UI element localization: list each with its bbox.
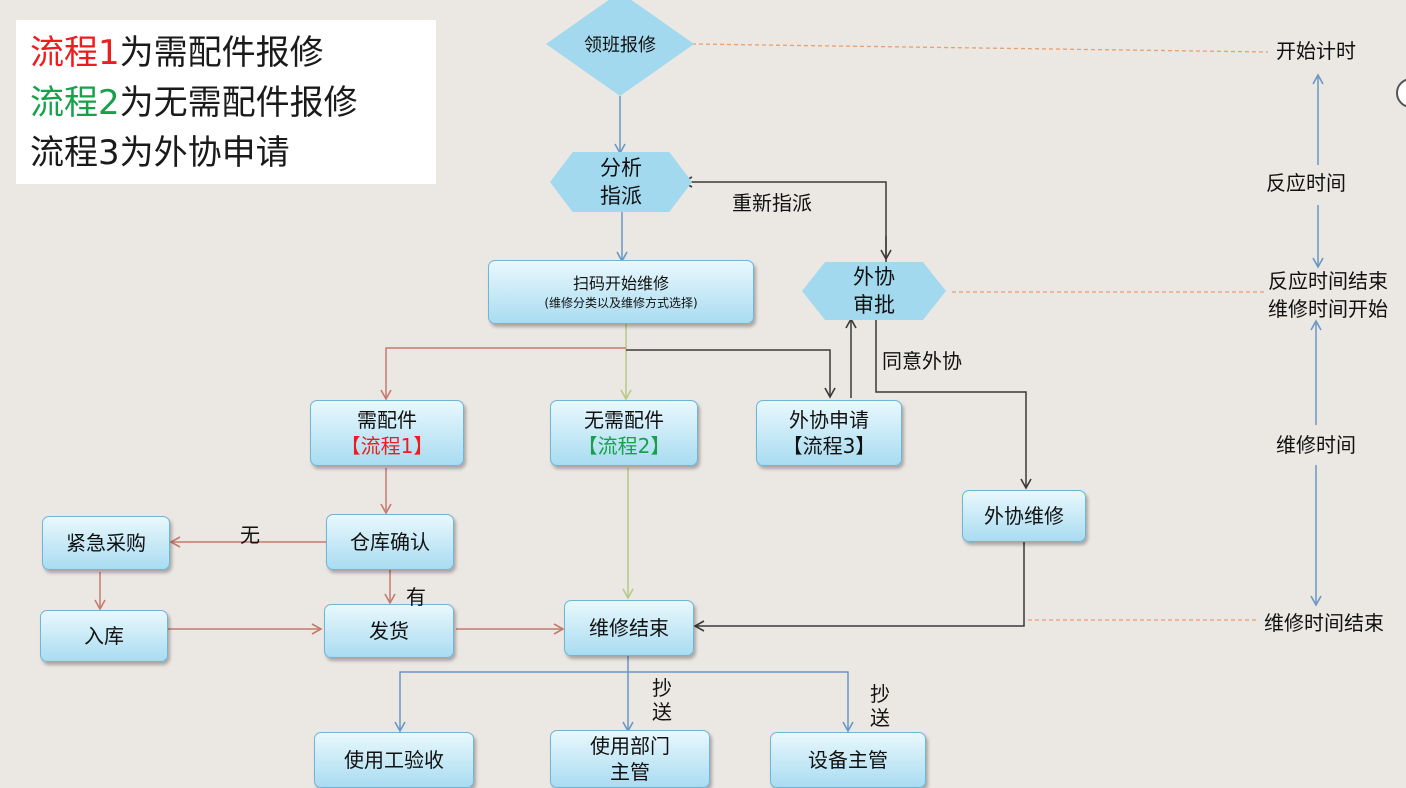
- timeline-start: 开始计时: [1276, 39, 1356, 63]
- flow3-lines: [626, 176, 1032, 632]
- timeline-response-end: 反应时间结束: [1268, 269, 1388, 293]
- reassign-label: 重新指派: [732, 191, 812, 215]
- ship-node[interactable]: 发货: [324, 604, 454, 658]
- legend-flow1: 流程1为需配件报修: [30, 33, 324, 73]
- need-parts-node[interactable]: 需配件 【流程1】: [310, 400, 464, 466]
- outsource-repair-node[interactable]: 外协维修: [962, 490, 1086, 542]
- scan-start-repair-node[interactable]: 扫码开始维修 (维修分类以及维修方式选择): [488, 260, 754, 324]
- analyze-assign-node[interactable]: 分析 指派: [550, 152, 692, 212]
- legend-box: 流程1为需配件报修 流程2为无需配件报修 流程3为外协申请: [16, 20, 436, 184]
- repair-end-node[interactable]: 维修结束: [564, 600, 694, 656]
- cc-label-2: 抄 送: [870, 682, 890, 730]
- timeline-repair-start: 维修时间开始: [1268, 297, 1388, 321]
- timeline-arrows: [1310, 73, 1324, 607]
- flow2-lines: [620, 324, 634, 600]
- have-label: 有: [406, 585, 426, 609]
- cc-label-1: 抄 送: [652, 676, 672, 724]
- timeline-repair-end: 维修时间结束: [1264, 611, 1384, 635]
- flow1-lines: [94, 347, 626, 635]
- department-manager-node[interactable]: 使用部门 主管: [550, 730, 710, 788]
- warehouse-confirm-node[interactable]: 仓库确认: [326, 514, 454, 570]
- no-parts-node[interactable]: 无需配件 【流程2】: [550, 400, 698, 466]
- user-acceptance-node[interactable]: 使用工验收: [314, 732, 474, 788]
- outsource-approval-node[interactable]: 外协 审批: [802, 262, 946, 320]
- stock-in-node[interactable]: 入库: [40, 610, 168, 662]
- agree-outsource-label: 同意外协: [882, 349, 962, 373]
- urgent-purchase-node[interactable]: 紧急采购: [42, 516, 170, 570]
- main-flow-lines: [394, 96, 854, 733]
- timing-guides: [691, 43, 1269, 621]
- none-label: 无: [240, 523, 260, 547]
- timeline-response-time: 反应时间: [1266, 171, 1346, 195]
- timeline-repair-time: 维修时间: [1276, 433, 1356, 457]
- legend-flow2: 流程2为无需配件报修: [30, 83, 358, 123]
- equipment-manager-node[interactable]: 设备主管: [770, 732, 926, 788]
- outsource-apply-node[interactable]: 外协申请 【流程3】: [756, 400, 902, 466]
- legend-flow3: 流程3为外协申请: [30, 133, 290, 173]
